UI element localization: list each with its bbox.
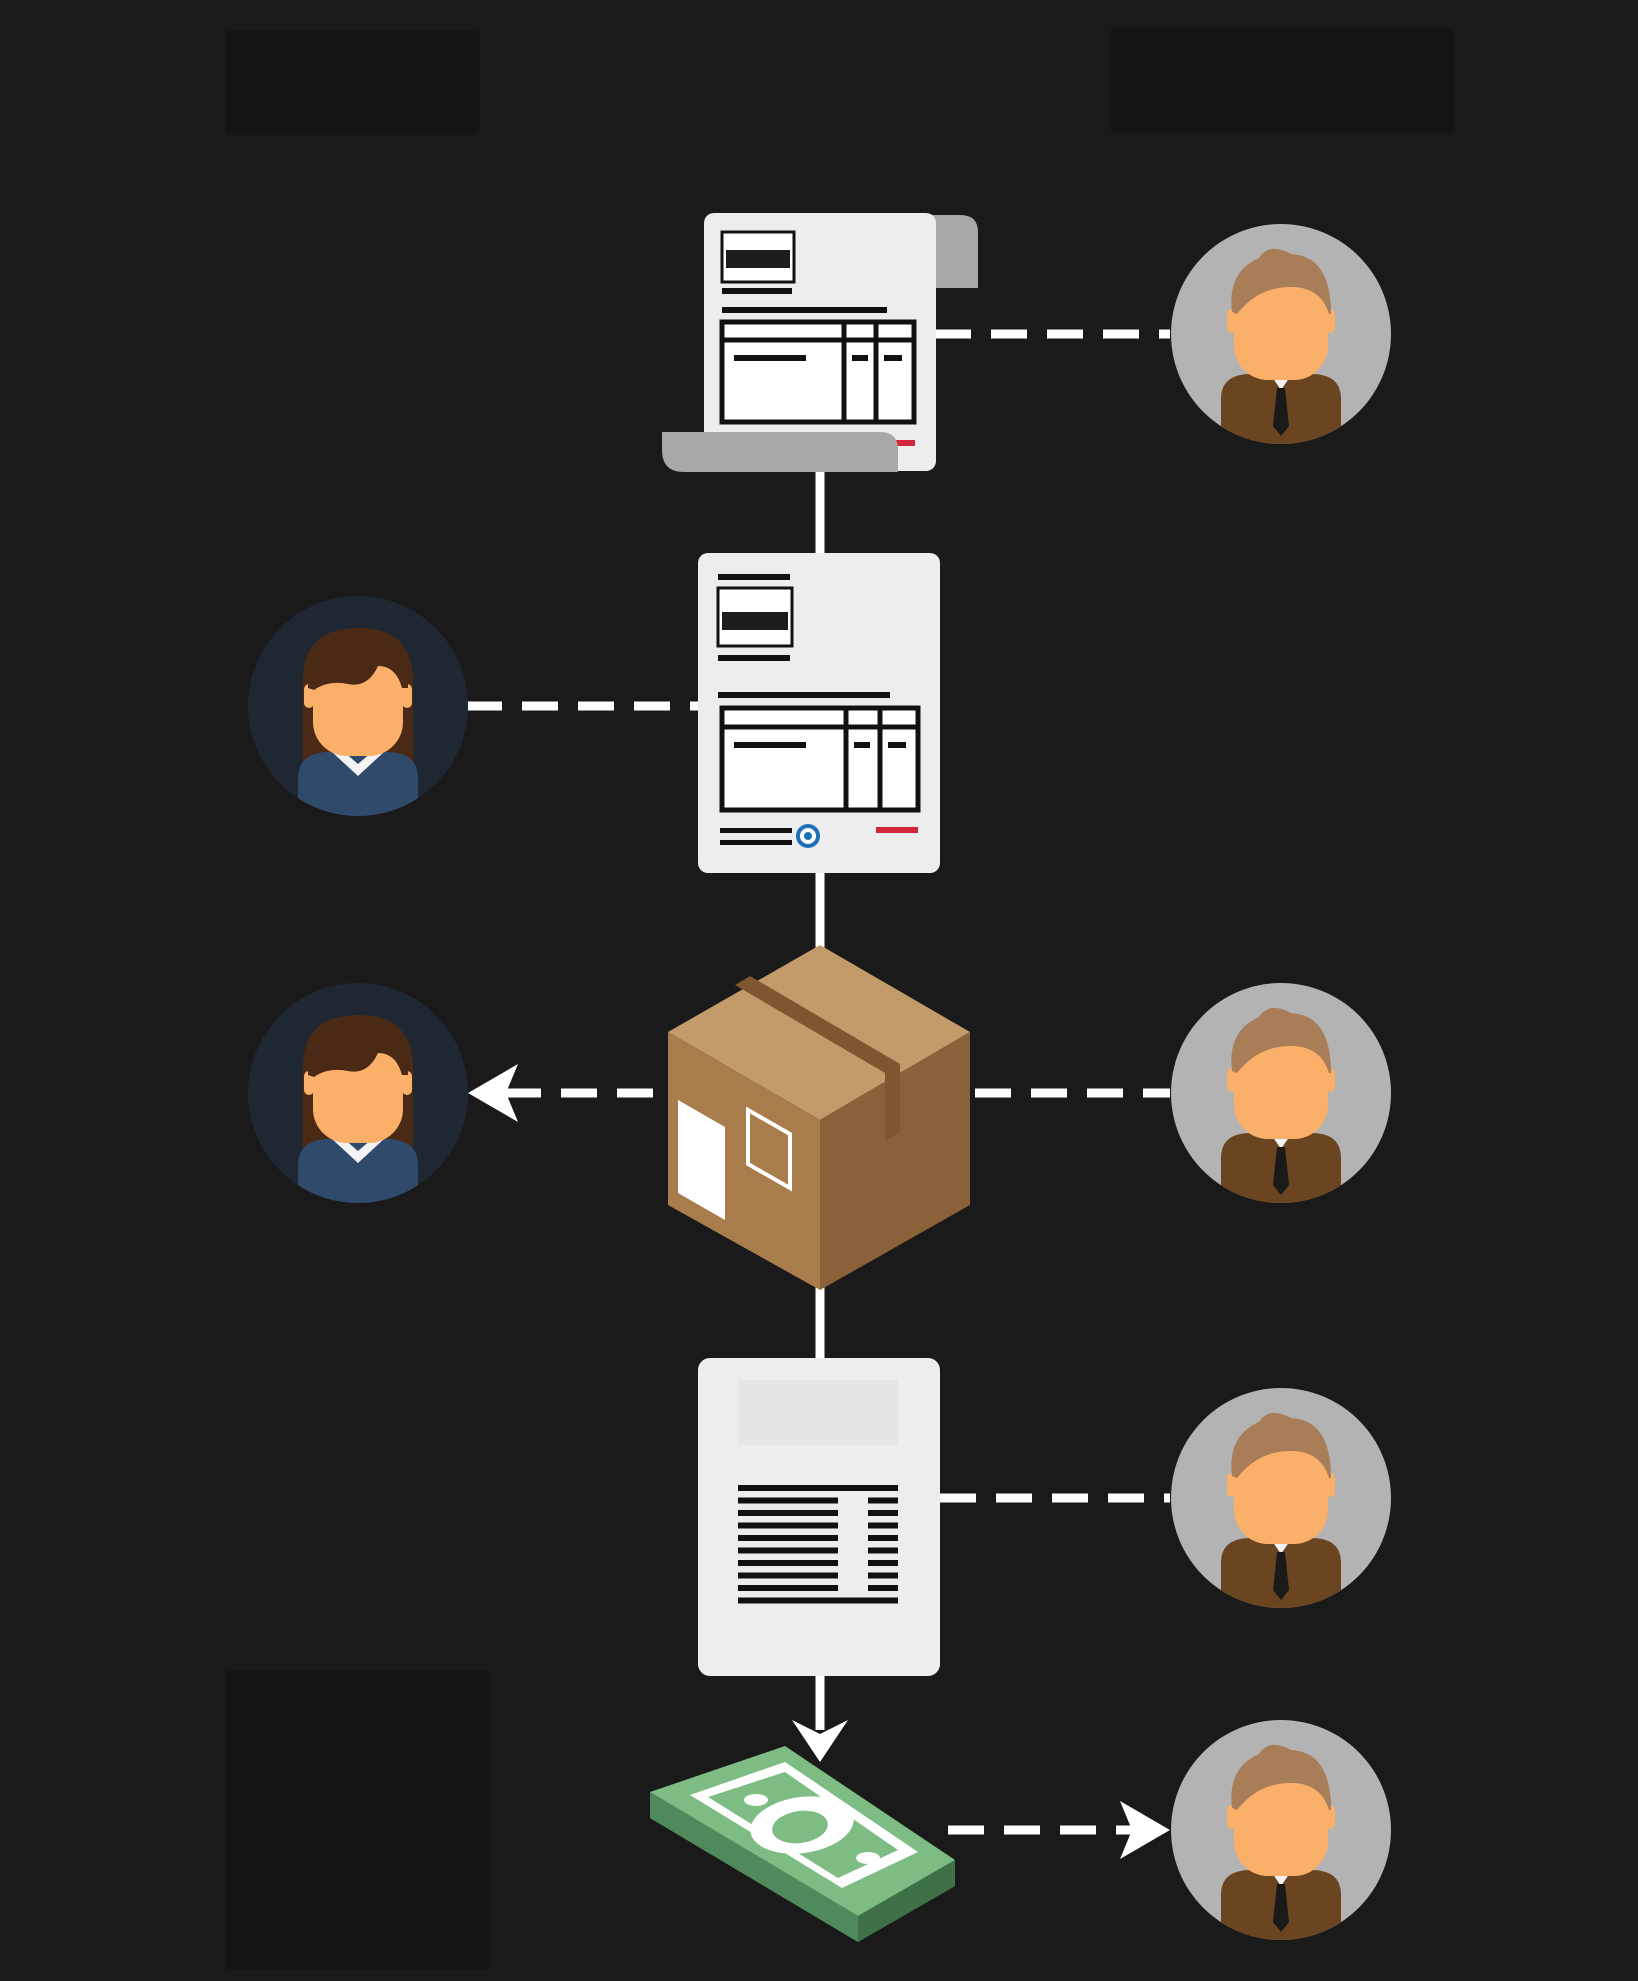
- actor-buyer-2: [1171, 983, 1391, 1203]
- caption-smudge-bottom-left: [225, 1670, 490, 1970]
- payment-node: [650, 1746, 955, 1942]
- cardboard-box-icon: [668, 945, 970, 1290]
- invoice-to-payment-arrowhead-icon: [792, 1720, 848, 1762]
- spine-connectors: [792, 470, 848, 1762]
- businessman-icon: [1171, 224, 1391, 444]
- purchase-order-node: [662, 213, 978, 472]
- invoice-node: [698, 1358, 940, 1676]
- actor-buyer-3: [1171, 1388, 1391, 1608]
- businessman-icon: [1171, 1388, 1391, 1608]
- seller-3-arrowhead-icon: [1120, 1801, 1170, 1859]
- businessman-icon: [1171, 1720, 1391, 1940]
- actor-seller-1: [248, 596, 468, 816]
- receipt-scroll-icon: [662, 213, 978, 472]
- businesswoman-icon: [248, 983, 468, 1203]
- seller-2-arrowhead-icon: [468, 1064, 518, 1122]
- actor-seller-3: [1171, 1720, 1391, 1940]
- businesswoman-icon: [248, 596, 468, 816]
- actor-buyer-1: [1171, 224, 1391, 444]
- invoice-document-icon: [698, 1358, 940, 1676]
- sales-order-node: [698, 553, 940, 873]
- caption-smudge-top-right: [1110, 28, 1455, 133]
- order-document-icon: [698, 553, 940, 873]
- caption-smudge-top-left: [225, 30, 480, 135]
- actor-seller-2: [248, 983, 468, 1203]
- dashed-links: [466, 329, 1170, 1835]
- cash-stack-icon: [650, 1746, 955, 1942]
- shipment-node: [668, 945, 970, 1290]
- businessman-icon: [1171, 983, 1391, 1203]
